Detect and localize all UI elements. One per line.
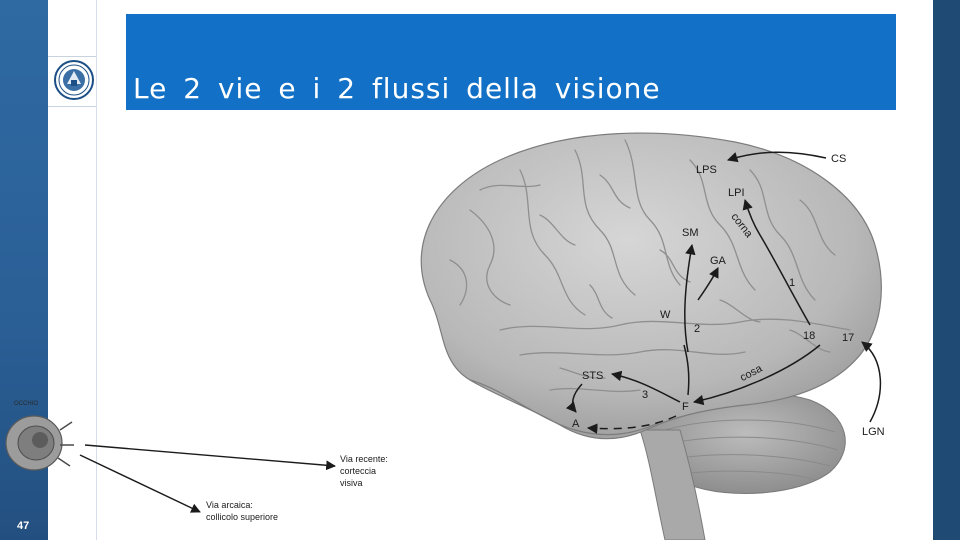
- label-sts: STS: [582, 370, 603, 382]
- sts-to-a-arrow: [565, 383, 583, 413]
- right-sidebar-divider: [931, 0, 933, 540]
- via-arcaica-line2: collicolo superiore: [206, 512, 278, 522]
- label-ga: GA: [710, 255, 727, 267]
- w-to-sm-arrow: [684, 243, 696, 353]
- label-two: 2: [694, 323, 700, 335]
- eye-illustration: [5, 415, 74, 471]
- eighteen-to-lpi-arrow: [742, 198, 811, 326]
- label-cs: CS: [831, 153, 846, 165]
- slide-title: Le 2 vie e i 2 flussi della visione: [133, 72, 661, 105]
- w-to-ga-arrow: [697, 267, 719, 301]
- brainstem: [639, 429, 706, 540]
- via-recente-line3: visiva: [340, 478, 363, 488]
- cerebrum: [420, 132, 882, 440]
- via-recente-line2: corteccia: [340, 466, 376, 476]
- label-one: 1: [789, 277, 795, 289]
- left-margin-rule: [96, 0, 97, 540]
- via-recente-arrow: [84, 444, 336, 471]
- eighteen-to-f-arrow: [692, 344, 821, 406]
- logo-bottom-rule: [48, 106, 96, 107]
- label-three: 3: [642, 389, 648, 401]
- f-to-w-arrow: [683, 344, 690, 396]
- label-a: A: [572, 418, 580, 430]
- eye-label: OCCHIO: [14, 401, 38, 407]
- label-eighteen: 18: [803, 330, 815, 342]
- right-sidebar: [933, 0, 960, 540]
- brain-visual-pathways-figure: OCCHIO Via recente: corteccia visiva Via…: [5, 132, 885, 540]
- via-arcaica-line1: Via arcaica:: [206, 500, 253, 510]
- title-bar: [126, 14, 896, 110]
- via-recente-line1: Via recente:: [340, 454, 388, 464]
- label-sm: SM: [682, 227, 699, 239]
- cs-to-lps-arrow: [726, 151, 827, 163]
- page-number: 47: [17, 520, 30, 532]
- label-seventeen: 17: [842, 332, 854, 344]
- via-arcaica-arrow: [79, 454, 201, 513]
- logo-top-rule: [48, 56, 96, 57]
- lgn-to-seventeen-arrow: [861, 341, 882, 423]
- label-f: F: [682, 401, 689, 413]
- label-w: W: [660, 309, 671, 321]
- f-to-a-dashed-arrow: [586, 415, 677, 434]
- left-sidebar-divider: [48, 0, 50, 540]
- label-lps: LPS: [696, 164, 717, 176]
- label-lpi: LPI: [728, 187, 745, 199]
- f-to-sts-arrow: [610, 370, 681, 403]
- label-lgn: LGN: [862, 426, 885, 438]
- university-seal-icon: [54, 60, 94, 100]
